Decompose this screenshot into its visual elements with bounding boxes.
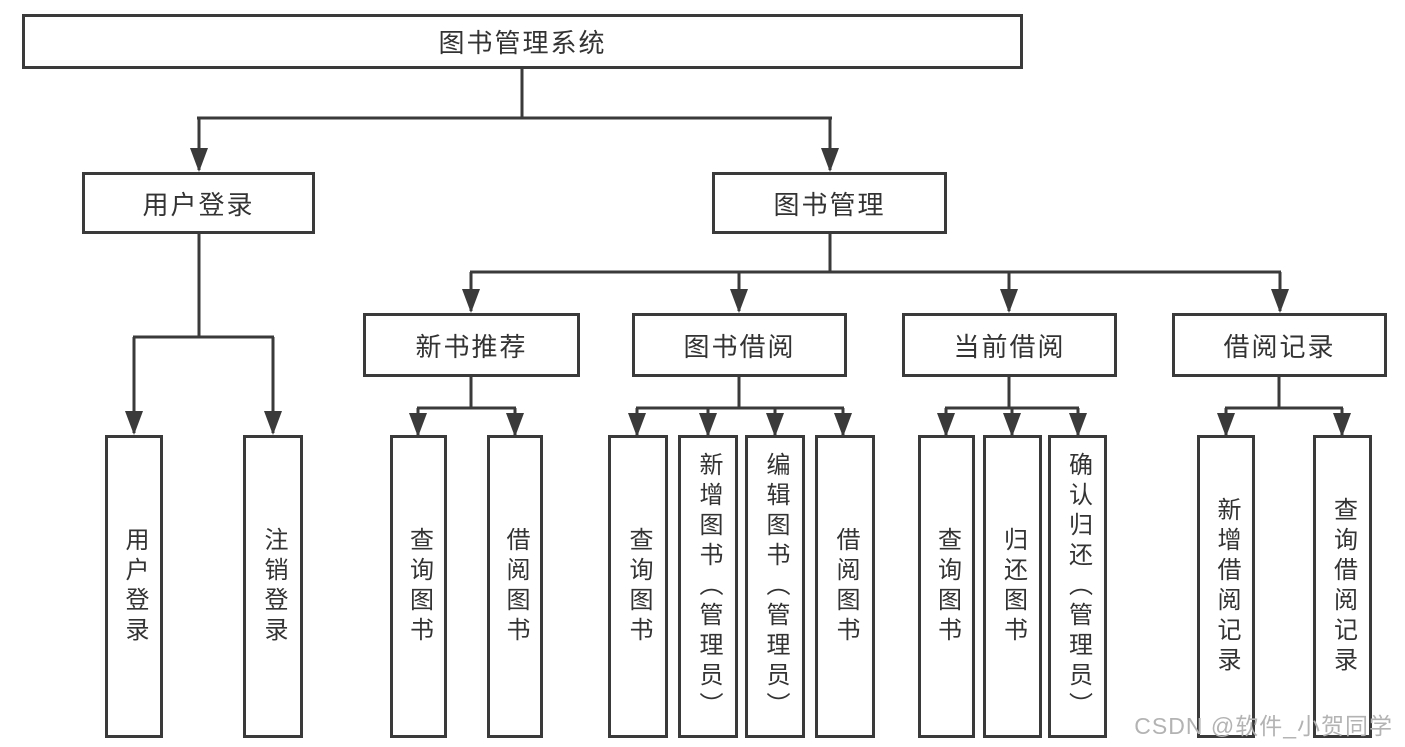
leaf-borrow-query-books: 查询图书 — [608, 435, 668, 738]
node-book-management: 图书管理 — [712, 172, 947, 234]
leaf-current-return-books-label: 归还图书 — [999, 526, 1027, 647]
leaf-borrow-add-books-admin: 新增图书（管理员） — [678, 435, 738, 738]
csdn-watermark: CSDN @软件_小贺同学 — [1134, 713, 1393, 739]
leaf-records-add-record: 新增借阅记录 — [1197, 435, 1255, 738]
arrowheads — [125, 148, 1351, 437]
node-library-system-label: 图书管理系统 — [438, 28, 607, 58]
node-library-system: 图书管理系统 — [22, 14, 1023, 69]
leaf-logout-label: 注销登录 — [260, 526, 287, 647]
leaf-borrow-edit-books-admin: 编辑图书（管理员） — [745, 435, 805, 738]
node-book-management-label: 图书管理 — [773, 189, 886, 220]
leaf-records-query-record: 查询借阅记录 — [1313, 435, 1372, 738]
leaf-newbook-borrow-books-label: 借阅图书 — [502, 526, 529, 647]
leaf-records-add-record-label: 新增借阅记录 — [1213, 496, 1240, 677]
node-book-borrow: 图书借阅 — [632, 313, 847, 377]
leaf-current-confirm-return-admin-label: 确认归还（管理员） — [1064, 451, 1092, 722]
leaf-borrow-add-books-admin-label: 新增图书（管理员） — [695, 451, 722, 722]
leaf-newbook-query-books: 查询图书 — [390, 435, 447, 738]
leaf-records-query-record-label: 查询借阅记录 — [1329, 496, 1357, 677]
node-new-book-recommend-label: 新书推荐 — [415, 331, 528, 362]
node-new-book-recommend: 新书推荐 — [363, 313, 580, 377]
leaf-borrow-borrow-books-label: 借阅图书 — [832, 526, 859, 647]
node-current-borrow: 当前借阅 — [902, 313, 1117, 377]
leaf-user-login: 用户登录 — [105, 435, 163, 738]
leaf-user-login-label: 用户登录 — [121, 526, 148, 647]
node-borrow-records: 借阅记录 — [1172, 313, 1387, 377]
leaf-current-query-books-label: 查询图书 — [933, 526, 961, 647]
leaf-current-query-books: 查询图书 — [918, 435, 975, 738]
leaf-borrow-borrow-books: 借阅图书 — [815, 435, 875, 738]
leaf-logout: 注销登录 — [243, 435, 303, 738]
leaf-newbook-borrow-books: 借阅图书 — [487, 435, 543, 738]
node-book-borrow-label: 图书借阅 — [683, 331, 796, 362]
node-user-login: 用户登录 — [82, 172, 315, 234]
leaf-borrow-query-books-label: 查询图书 — [625, 526, 652, 647]
leaf-current-return-books: 归还图书 — [983, 435, 1042, 738]
node-current-borrow-label: 当前借阅 — [953, 331, 1066, 362]
leaf-newbook-query-books-label: 查询图书 — [405, 526, 433, 647]
node-user-login-label: 用户登录 — [142, 189, 255, 220]
node-borrow-records-label: 借阅记录 — [1223, 331, 1336, 362]
leaf-current-confirm-return-admin: 确认归还（管理员） — [1048, 435, 1107, 738]
leaf-borrow-edit-books-admin-label: 编辑图书（管理员） — [762, 451, 789, 722]
